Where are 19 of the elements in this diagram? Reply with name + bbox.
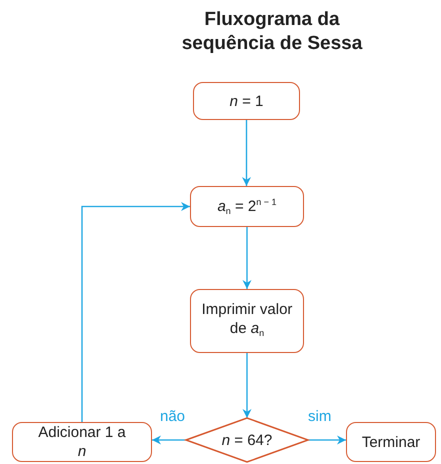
process-box bbox=[346, 422, 436, 462]
process-text: Imprimir valor de a$_{n}$ bbox=[200, 300, 294, 340]
process-text: n = 1 bbox=[228, 92, 264, 110]
process-text: Terminar bbox=[360, 432, 422, 452]
arrow bbox=[81, 202, 190, 422]
arrow bbox=[152, 436, 186, 444]
process-box bbox=[193, 82, 300, 120]
arrow bbox=[308, 436, 346, 444]
process-box bbox=[190, 289, 304, 353]
process-text: a$_{n}$ = 2$^{n − 1}$ bbox=[216, 196, 278, 218]
decision-text: n = 64? bbox=[220, 430, 274, 450]
arrow bbox=[242, 353, 252, 418]
diagram-title: Fluxograma da sequência de Sessa bbox=[180, 8, 364, 56]
arrow bbox=[242, 227, 252, 289]
arrow bbox=[242, 120, 251, 186]
process-box bbox=[190, 186, 304, 227]
process-box bbox=[12, 422, 152, 462]
process-text: Adicionar 1 a n bbox=[37, 423, 127, 461]
decision-diamond bbox=[186, 418, 308, 462]
